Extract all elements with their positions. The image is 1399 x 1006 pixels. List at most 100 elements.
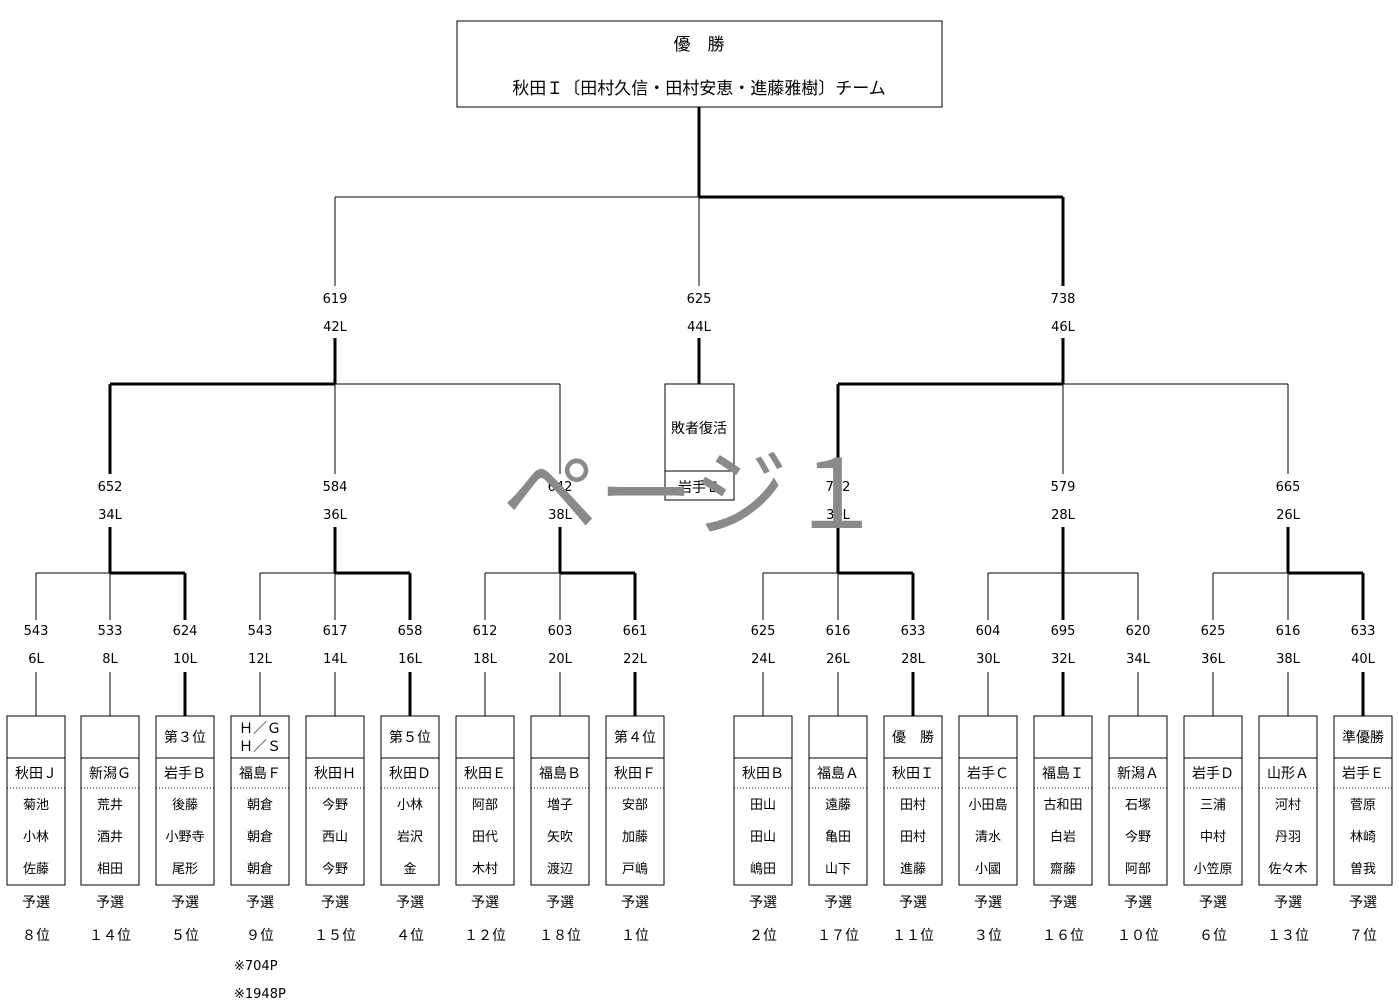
team-box: [6, 715, 66, 886]
team-member: 河村: [1275, 798, 1301, 813]
qualifying-label: 予選: [1274, 895, 1302, 911]
qualifying-rank: １位: [621, 928, 649, 944]
team-member: 進藤: [900, 862, 926, 877]
team-name: 新潟Ａ: [1117, 766, 1159, 782]
team-member: 相田: [97, 862, 123, 877]
qualifying-rank: １７位: [817, 928, 859, 944]
team-box: [155, 715, 215, 886]
champion-title: 優 勝: [674, 35, 725, 55]
qualifying-rank: ４位: [396, 928, 424, 944]
team-name: 新潟Ｇ: [89, 766, 131, 782]
team-name: 岩手Ｅ: [1342, 766, 1384, 782]
team-box: [808, 715, 868, 886]
team-lane: 30L: [976, 652, 1001, 667]
team-member: 曽我: [1350, 862, 1376, 877]
team-lane: 26L: [826, 652, 851, 667]
team-box: [1258, 715, 1318, 886]
team-lane: 20L: [548, 652, 573, 667]
team-member: 田代: [472, 830, 498, 845]
team-member: 菅原: [1350, 798, 1376, 813]
team-lane: 38L: [1276, 652, 1301, 667]
final-lane: 42L: [323, 320, 348, 335]
team-score: 624: [173, 624, 198, 639]
team-name: 山形Ａ: [1267, 766, 1309, 782]
team-score: 695: [1051, 624, 1076, 639]
qualifying-rank: １０位: [1117, 928, 1159, 944]
team-member: 今野: [1125, 829, 1151, 845]
team-name: 秋田Ｂ: [742, 766, 784, 782]
qualifying-rank: １８位: [539, 928, 581, 944]
semi-lane: 26L: [1276, 508, 1301, 523]
qualifying-rank: ５位: [171, 928, 199, 944]
semi-score: 665: [1276, 480, 1301, 495]
semi-lane: 38L: [548, 508, 573, 523]
team-score: 661: [623, 624, 648, 639]
team-lane: 34L: [1126, 652, 1151, 667]
team-member: 小林: [397, 798, 423, 813]
team-title: Ｈ／Ｇ: [239, 721, 281, 737]
team-member: 白岩: [1050, 829, 1076, 845]
page-watermark: ページ１: [502, 439, 884, 551]
note-text: ※1948P: [234, 987, 286, 1002]
team-member: 遠藤: [825, 798, 851, 813]
champion-box: [456, 20, 943, 108]
qualifying-label: 予選: [824, 895, 852, 911]
team-score: 543: [24, 624, 49, 639]
team-score: 658: [398, 624, 423, 639]
team-member: 阿部: [472, 798, 498, 813]
qualifying-rank: １１位: [892, 928, 934, 944]
qualifying-label: 予選: [546, 895, 574, 911]
team-box: [1108, 715, 1168, 886]
team-member: 丹羽: [1275, 830, 1301, 845]
team-member: 阿部: [1125, 862, 1151, 877]
team-member: 戸嶋: [622, 862, 648, 877]
team-name: 福島Ａ: [817, 766, 859, 782]
team-box: [605, 715, 665, 886]
team-member: 渡辺: [547, 861, 573, 877]
team-member: 清水: [975, 830, 1001, 845]
team-member: 田山: [750, 830, 776, 845]
champion-team: 秋田Ｉ〔田村久信・田村安恵・進藤雅樹〕チーム: [512, 79, 886, 99]
qualifying-rank: ２位: [749, 928, 777, 944]
team-box: [380, 715, 440, 886]
team-lane: 28L: [901, 652, 926, 667]
team-box: [230, 715, 290, 886]
team-member: 加藤: [622, 830, 648, 845]
team-box: [80, 715, 140, 886]
team-member: 古和田: [1043, 798, 1082, 813]
team-score: 616: [1276, 624, 1301, 639]
team-box: [1033, 715, 1093, 886]
semi-lane: 34L: [98, 508, 123, 523]
team-member: 小林: [23, 830, 49, 845]
team-name: 秋田Ｅ: [464, 766, 506, 782]
team-member: 嶋田: [750, 862, 776, 877]
qualifying-rank: ７位: [1349, 928, 1377, 944]
team-lane: 18L: [473, 652, 498, 667]
qualifying-label: 予選: [22, 895, 50, 911]
team-lane: 40L: [1351, 652, 1376, 667]
team-member: 中村: [1200, 830, 1226, 845]
team-member: 小田島: [968, 798, 1007, 813]
team-member: 朝倉: [247, 798, 273, 813]
team-member: 安部: [622, 798, 648, 813]
team-title: 第４位: [614, 729, 656, 746]
team-score: 625: [751, 624, 776, 639]
team-box: [883, 715, 943, 886]
team-member: 朝倉: [247, 862, 273, 877]
team-member: 菊池: [23, 798, 49, 813]
team-member: 小國: [975, 862, 1001, 877]
note-text: ※704P: [234, 959, 278, 974]
team-member: 西山: [322, 830, 348, 845]
team-name: 秋田Ｆ: [614, 766, 656, 782]
team-score: 625: [1201, 624, 1226, 639]
qualifying-rank: １６位: [1042, 928, 1084, 944]
final-score: 738: [1051, 292, 1076, 307]
team-member: 齋藤: [1050, 861, 1076, 877]
qualifying-label: 予選: [974, 895, 1002, 911]
team-title: 優 勝: [892, 730, 934, 746]
team-lane: 6L: [28, 652, 44, 667]
qualifying-label: 予選: [96, 895, 124, 911]
qualifying-label: 予選: [471, 895, 499, 911]
team-box: [455, 715, 515, 886]
qualifying-rank: ６位: [1199, 928, 1227, 944]
